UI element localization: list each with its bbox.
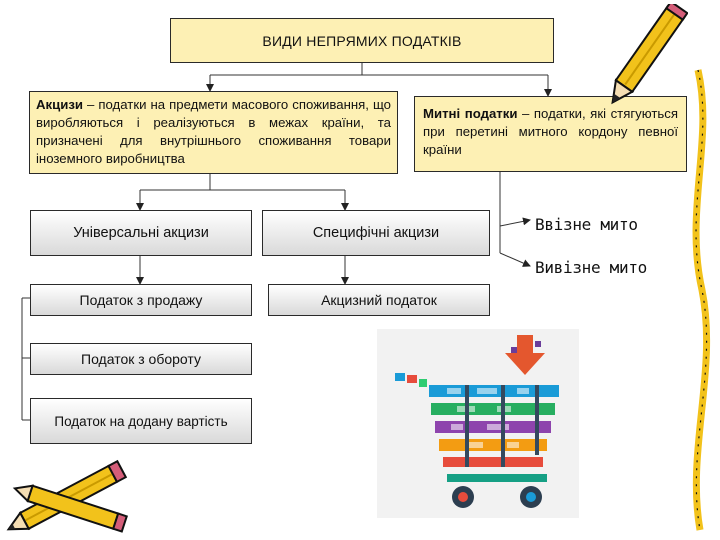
- pencil-icon: [611, 4, 688, 105]
- sales-tax-label: Податок з продажу: [79, 292, 203, 308]
- diagram-title: ВИДИ НЕПРЯМИХ ПОДАТКІВ: [170, 18, 554, 63]
- vat-label: Податок на додану вартість: [54, 413, 228, 429]
- turnover-tax-label: Податок з обороту: [81, 351, 201, 367]
- pencil-icon: [692, 69, 711, 531]
- excise-tax-label: Акцизний податок: [321, 292, 437, 308]
- excise-term: Акцизи: [36, 97, 83, 112]
- universal-excise-label: Універсальні акцизи: [73, 225, 209, 241]
- diagram-title-text: ВИДИ НЕПРЯМИХ ПОДАТКІВ: [262, 32, 462, 49]
- customs-term: Митні податки: [423, 106, 518, 121]
- vat-box: Податок на додану вартість: [30, 398, 252, 444]
- shopping-cart-collage-icon: [377, 329, 579, 518]
- import-duty-label: Ввізне мито: [535, 215, 638, 234]
- specific-excise-label: Специфічні акцизи: [312, 225, 440, 241]
- turnover-tax-box: Податок з обороту: [30, 343, 252, 375]
- customs-definition-box: Митні податки – податки, які стягуються …: [414, 96, 687, 172]
- excise-definition: – податки на предмети масового споживанн…: [36, 97, 391, 166]
- customs-definition: – податки, які стягуються при перетині м…: [423, 106, 678, 157]
- pencil-icon: [6, 459, 128, 533]
- export-duty-label: Вивізне мито: [535, 258, 647, 277]
- excise-tax-box: Акцизний податок: [268, 284, 490, 316]
- sales-tax-box: Податок з продажу: [30, 284, 252, 316]
- excise-definition-box: Акцизи – податки на предмети масового сп…: [29, 91, 398, 174]
- universal-excise-box: Універсальні акцизи: [30, 210, 252, 256]
- specific-excise-box: Специфічні акцизи: [262, 210, 490, 256]
